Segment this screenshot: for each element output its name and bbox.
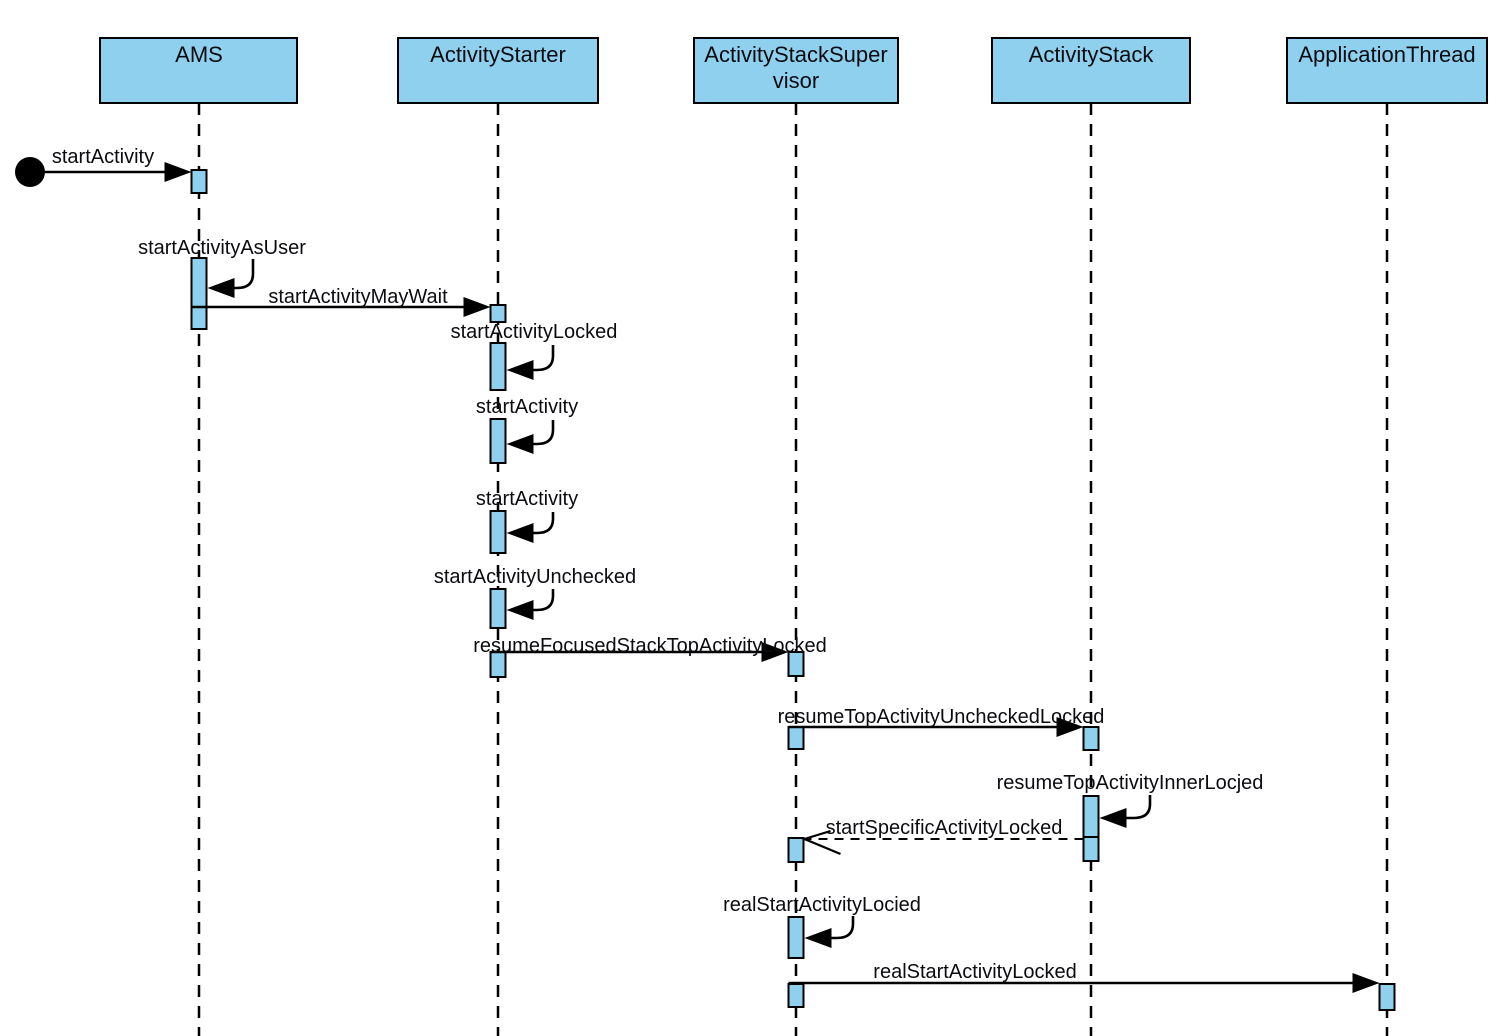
activation-bar-activity-stack-supervisor (787, 837, 805, 863)
message-arrowhead-icon (1352, 973, 1380, 993)
self-call-hook (531, 420, 555, 446)
message-label-start-activity-initial: startActivity (52, 146, 154, 168)
activation-bar-activity-starter (489, 588, 507, 629)
message-label-start-activity-may-wait: startActivityMayWait (268, 286, 448, 308)
lifeline-header-activity-stack (991, 37, 1191, 104)
message-start-activity-may-wait: startActivityMayWait (191, 286, 491, 317)
activation-bar-activity-starter (489, 342, 507, 391)
self-call-hook (1124, 795, 1152, 820)
message-label-real-start-activity-locked: realStartActivityLocked (873, 961, 1076, 983)
message-arrowhead-icon (804, 928, 832, 948)
lifeline-header-label-activity-starter: ActivityStarter (430, 42, 566, 67)
message-arrowhead-icon (463, 297, 491, 317)
message-arrowhead-icon (506, 434, 534, 454)
lifeline-header-activity-starter (397, 37, 599, 104)
lifeline-activity-stack: ActivityStack (991, 37, 1191, 104)
activation-bar-activity-starter (489, 304, 507, 323)
activation-bar-ams (190, 169, 208, 194)
self-call-hook (531, 589, 555, 612)
activation-bar-activity-stack (1082, 795, 1100, 838)
activation-bar-activity-stack-supervisor (787, 983, 805, 1008)
message-arrowhead-icon (506, 600, 534, 620)
message-label-start-specific-activity-locked: startSpecificActivityLocked (826, 817, 1063, 839)
lifeline-header-label-ams: AMS (175, 42, 223, 67)
message-start-activity-self-1: startActivity (476, 396, 578, 454)
lifeline-header-activity-stack-supervisor (693, 37, 899, 104)
lifeline-ams: AMS (99, 37, 298, 104)
lifeline-application-thread: ApplicationThread (1286, 37, 1488, 104)
message-arrowhead-icon (1099, 808, 1127, 828)
message-start-specific-activity-locked: startSpecificActivityLocked (801, 817, 1084, 856)
message-start-activity-as-user: startActivityAsUser (138, 237, 306, 298)
message-label-start-activity-locked: startActivityLocked (451, 321, 618, 343)
lifeline-header-application-thread (1286, 37, 1488, 104)
lifeline-header-label-activity-stack-supervisor: ActivityStackSuper (704, 42, 887, 67)
message-start-activity-unchecked: startActivityUnchecked (434, 566, 636, 620)
message-start-activity-self-2: startActivity (476, 488, 578, 543)
activation-bar-activity-stack-supervisor (787, 726, 805, 750)
message-resume-focused-stack-top-activity-locked: resumeFocusedStackTopActivityLocked (473, 635, 827, 662)
activation-bar-activity-stack (1082, 836, 1100, 862)
message-arrowhead-icon (164, 162, 192, 182)
message-arrowhead-icon (1056, 717, 1084, 737)
message-label-real-start-activity-locied: realStartActivityLocied (723, 894, 921, 916)
message-label-start-activity-self-2: startActivity (476, 488, 578, 510)
message-label-resume-top-activity-inner-locjed: resumeTopActivityInnerLocjed (997, 772, 1264, 794)
message-label-resume-focused-stack-top-activity-locked: resumeFocusedStackTopActivityLocked (473, 635, 827, 657)
message-real-start-activity-locked: realStartActivityLocked (788, 961, 1380, 993)
message-arrowhead-icon (506, 360, 534, 380)
activation-bar-activity-starter (489, 510, 507, 554)
message-resume-top-activity-unchecked-locked: resumeTopActivityUncheckedLocked (778, 706, 1105, 737)
activation-bar-activity-stack-supervisor (787, 916, 805, 959)
self-call-hook (232, 259, 255, 290)
message-resume-top-activity-inner-locjed: resumeTopActivityInnerLocjed (997, 772, 1264, 828)
activation-bar-ams (190, 257, 208, 330)
message-label-start-activity-self-1: startActivity (476, 396, 578, 418)
message-arrowhead-icon (761, 642, 789, 662)
lifeline-header-ams (99, 37, 298, 104)
activation-bar-activity-stack-supervisor (787, 651, 805, 677)
message-label-start-activity-as-user: startActivityAsUser (138, 237, 306, 259)
activation-bar-activity-stack (1082, 726, 1100, 751)
message-start-activity-initial: startActivity (15, 146, 192, 187)
message-arrowhead-icon (506, 523, 534, 543)
self-call-hook (531, 345, 555, 372)
lifeline-activity-starter: ActivityStarter (397, 37, 599, 104)
message-arrowhead-icon (207, 278, 235, 298)
lifeline-header-label-activity-stack: ActivityStack (1029, 42, 1155, 67)
self-call-hook (531, 512, 555, 535)
activation-bar-application-thread (1378, 983, 1396, 1011)
message-label-resume-top-activity-unchecked-locked: resumeTopActivityUncheckedLocked (778, 706, 1105, 728)
activation-bar-activity-starter (489, 418, 507, 464)
lifeline-header-label-application-thread: ApplicationThread (1298, 42, 1475, 67)
lifeline-header-label-activity-stack-supervisor: visor (773, 68, 819, 93)
open-arrowhead-icon (801, 829, 841, 856)
message-real-start-activity-locied: realStartActivityLocied (723, 894, 921, 948)
initial-node (15, 157, 45, 187)
self-call-hook (829, 916, 855, 940)
message-start-activity-locked: startActivityLocked (451, 321, 618, 380)
message-label-start-activity-unchecked: startActivityUnchecked (434, 566, 636, 588)
